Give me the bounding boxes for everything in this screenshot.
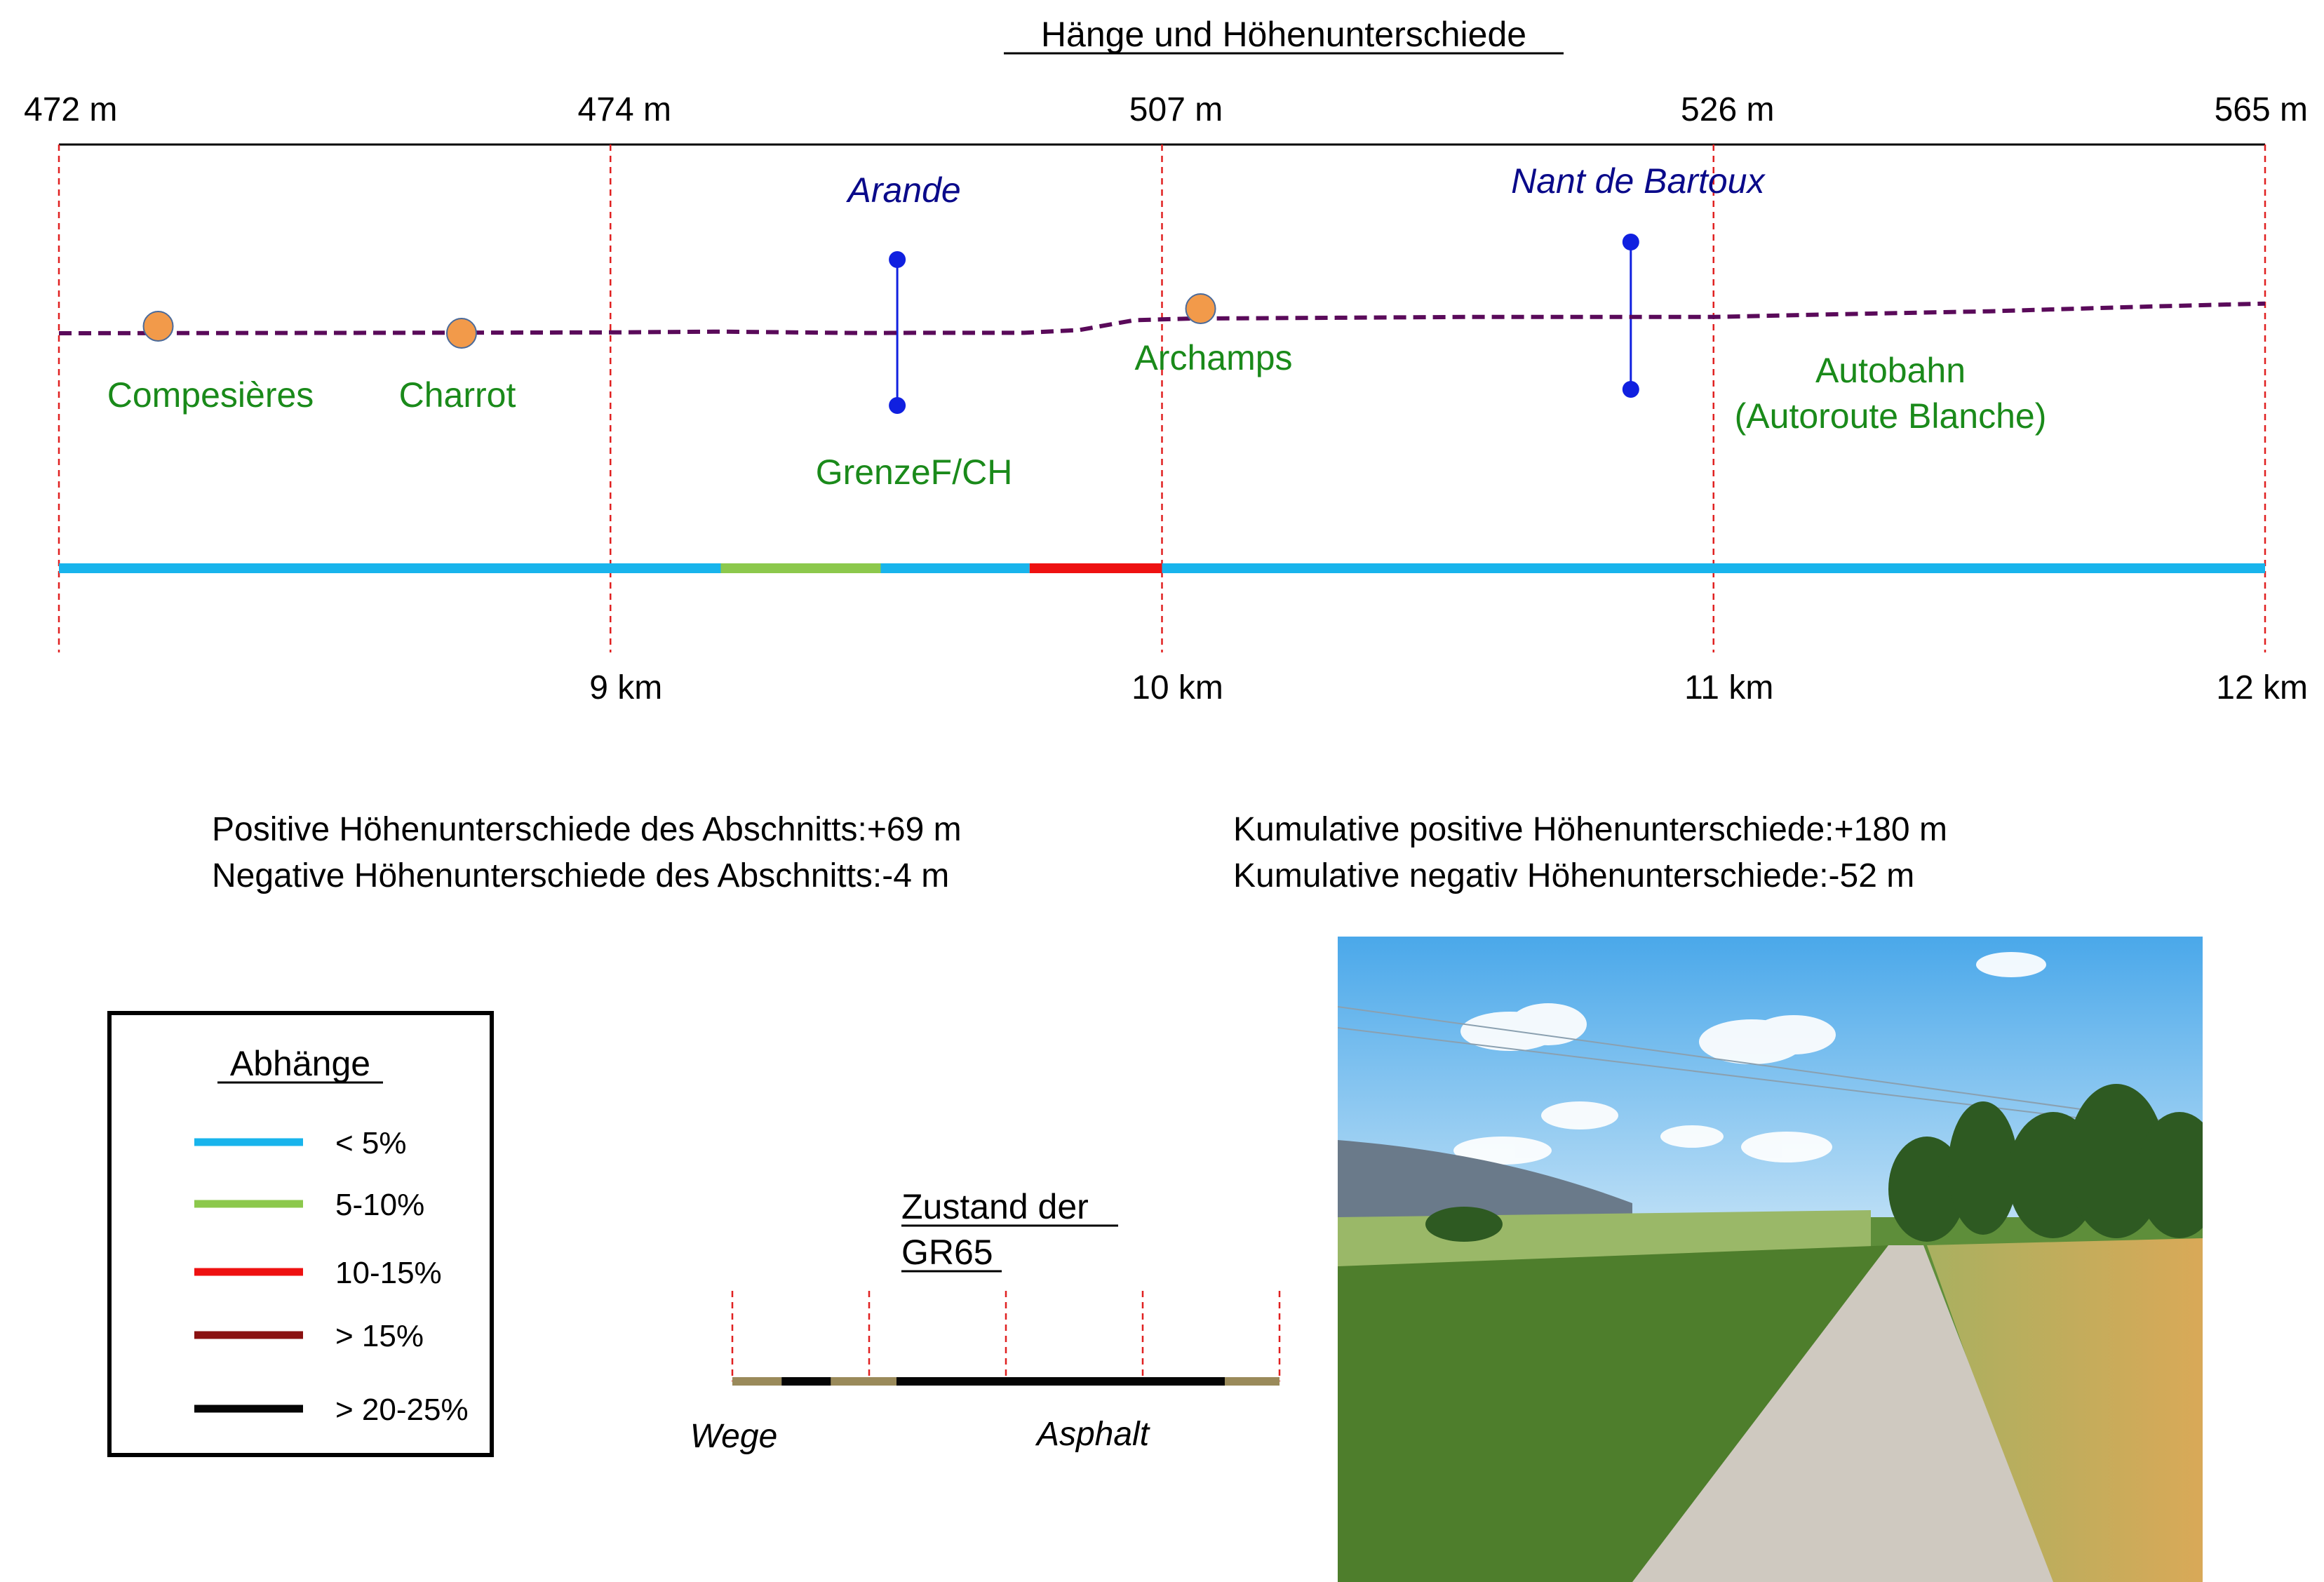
- legend-items: < 5% 5-10% 10-15% > 15% > 20-25%: [194, 1126, 469, 1427]
- section-negative-gain: Negative Höhenunterschiede des Abschnitt…: [212, 857, 949, 894]
- distance-label: 9 km: [589, 669, 662, 706]
- slope-segment-1: [720, 563, 881, 573]
- distance-label: 11 km: [1684, 669, 1773, 706]
- wheat-field: [1927, 1238, 2203, 1582]
- route-photo-illustration: [1338, 937, 2203, 1582]
- cumulative-stats: Kumulative positive Höhenunterschiede:+1…: [1233, 811, 1947, 894]
- water-crossing-dot-bottom-1: [1622, 381, 1639, 398]
- water-crossings: Arande Nant de Bartoux: [845, 161, 1766, 414]
- elevation-profile: [58, 301, 2266, 335]
- surface-condition: Zustand der GR65 Wege Asphalt: [690, 1187, 1281, 1455]
- power-line: [1338, 1006, 2203, 1127]
- elevation-label: 565 m: [2215, 91, 2308, 128]
- elevation-label: 472 m: [24, 91, 117, 128]
- slope-legend: Abhänge < 5% 5-10% 10-15% > 15% > 20-25%: [107, 1011, 494, 1457]
- surface-asphalt-label: Asphalt: [1035, 1416, 1150, 1453]
- surface-segment-3: [896, 1377, 1225, 1386]
- legend-label-2: 10-15%: [335, 1256, 442, 1290]
- surface-segment-4: [1225, 1377, 1279, 1386]
- cumulative-negative-gain: Kumulative negativ Höhenunterschiede:-52…: [1233, 857, 1914, 894]
- place-name-5: (Autoroute Blanche): [1735, 396, 2047, 436]
- slope-segment-2: [880, 563, 1030, 573]
- mountains: [1338, 1140, 1632, 1231]
- clouds: [1453, 952, 2046, 1165]
- slope-segment-0: [59, 563, 721, 573]
- surface-segment-1: [781, 1377, 831, 1386]
- elevation-label: 474 m: [578, 91, 671, 128]
- profile-line: [58, 301, 2266, 335]
- place-marker-2: [1185, 293, 1216, 324]
- section-stats: Positive Höhenunterschiede des Abschnitt…: [212, 811, 962, 894]
- trees: [1425, 1084, 2203, 1242]
- place-name-3: GrenzeF/CH: [816, 453, 1013, 492]
- route-photo: [1338, 937, 2203, 1582]
- place-marker-0: [142, 311, 174, 342]
- legend-label-3: > 15%: [335, 1319, 424, 1353]
- elevation-label: 526 m: [1681, 91, 1774, 128]
- surface-title-line2: GR65: [901, 1233, 993, 1272]
- section-positive-gain: Positive Höhenunterschiede des Abschnitt…: [212, 811, 962, 848]
- place-name-4: Autobahn: [1815, 351, 1966, 390]
- surface-title-line1: Zustand der: [901, 1187, 1089, 1226]
- cumulative-positive-gain: Kumulative positive Höhenunterschiede:+1…: [1233, 811, 1947, 848]
- surface-bar: [731, 1291, 1281, 1386]
- legend-label-4: > 20-25%: [335, 1393, 469, 1427]
- gravel-road: [1632, 1245, 2053, 1582]
- slope-segment-4: [1162, 563, 2265, 573]
- elevation-labels: 472 m 474 m 507 m 526 m 565 m: [24, 91, 2308, 128]
- distance-labels: 9 km 10 km 11 km 12 km: [589, 669, 2308, 706]
- water-name-0: Arande: [845, 170, 960, 210]
- water-crossing-dot-top-0: [889, 251, 906, 268]
- distance-label: 12 km: [2216, 669, 2308, 706]
- water-name-1: Nant de Bartoux: [1511, 161, 1766, 201]
- place-marker-1: [445, 318, 477, 349]
- legend-label-0: < 5%: [335, 1126, 407, 1160]
- distance-label: 10 km: [1131, 669, 1223, 706]
- slope-segment-3: [1029, 563, 1162, 573]
- water-crossing-dot-top-1: [1622, 234, 1639, 250]
- legend-label-1: 5-10%: [335, 1188, 424, 1222]
- elevation-label: 507 m: [1129, 91, 1223, 128]
- surface-segment-2: [831, 1377, 896, 1386]
- legend-title: Abhänge: [230, 1044, 370, 1083]
- place-name-2: Archamps: [1134, 338, 1292, 377]
- diagram-title: Hänge und Höhenunterschiede: [1041, 15, 1526, 54]
- water-crossing-dot-bottom-0: [889, 397, 906, 414]
- km-guide-lines: [58, 145, 2266, 652]
- place-name-0: Compesières: [107, 375, 314, 415]
- surface-segment-0: [732, 1377, 782, 1386]
- legend-box: [107, 1011, 494, 1457]
- place-name-1: Charrot: [399, 375, 516, 415]
- slope-bar: [59, 563, 2265, 573]
- surface-path-label: Wege: [690, 1418, 778, 1455]
